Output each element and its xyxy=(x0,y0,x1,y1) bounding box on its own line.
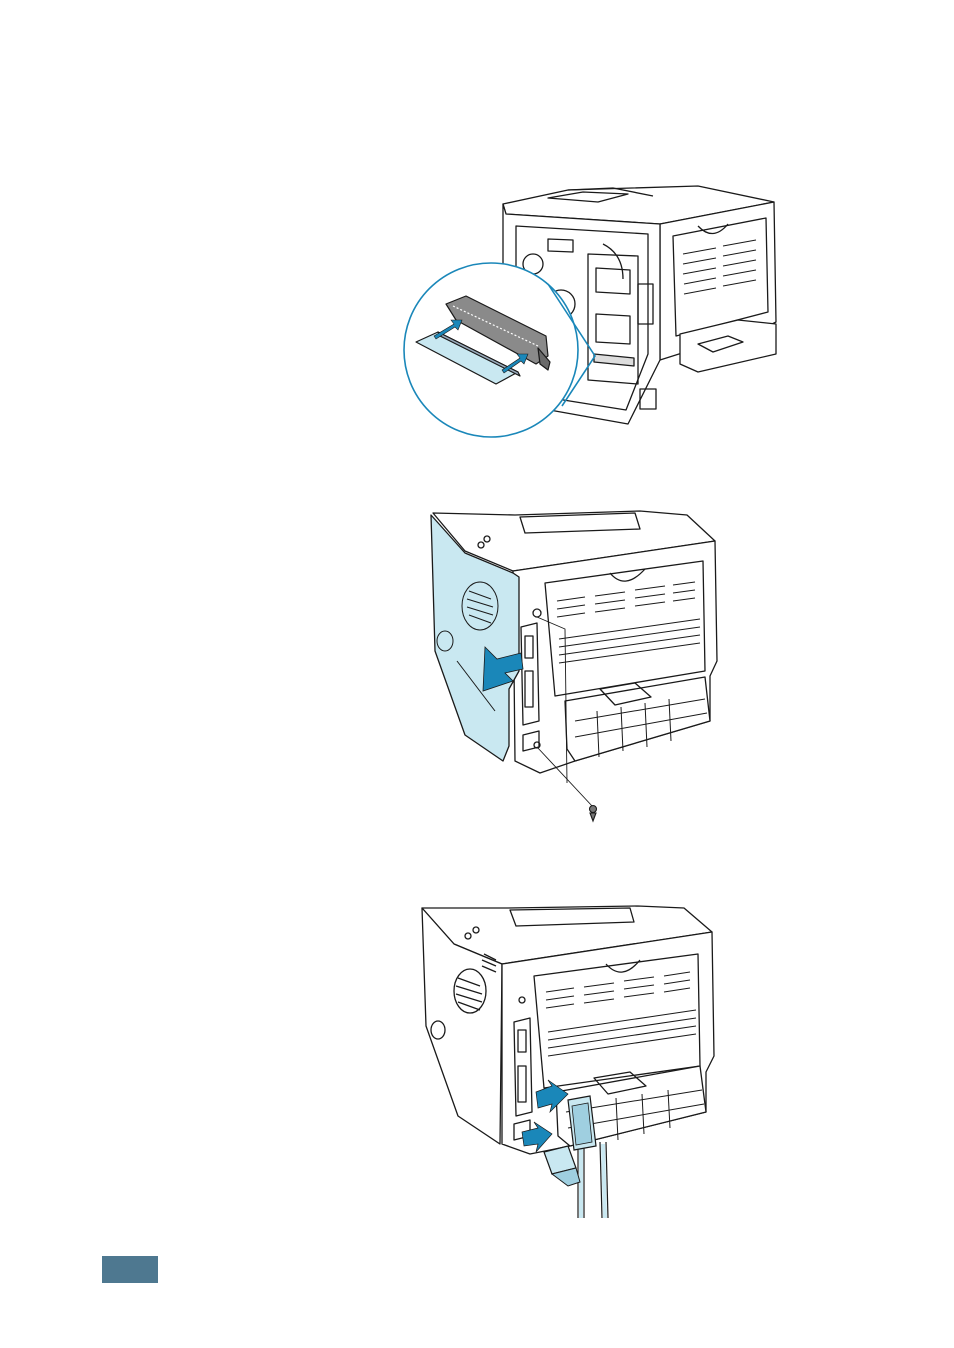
page-tab-icon xyxy=(102,1256,158,1283)
printer-cable-connection-icon xyxy=(418,906,718,1218)
cable-connection-figure xyxy=(418,906,718,1218)
printer-rear-cover-icon xyxy=(425,511,725,821)
memory-install-figure xyxy=(398,184,782,436)
page-number-tab xyxy=(102,1256,158,1283)
side-cover-figure xyxy=(425,511,725,821)
printer-memory-install-icon xyxy=(398,184,782,436)
